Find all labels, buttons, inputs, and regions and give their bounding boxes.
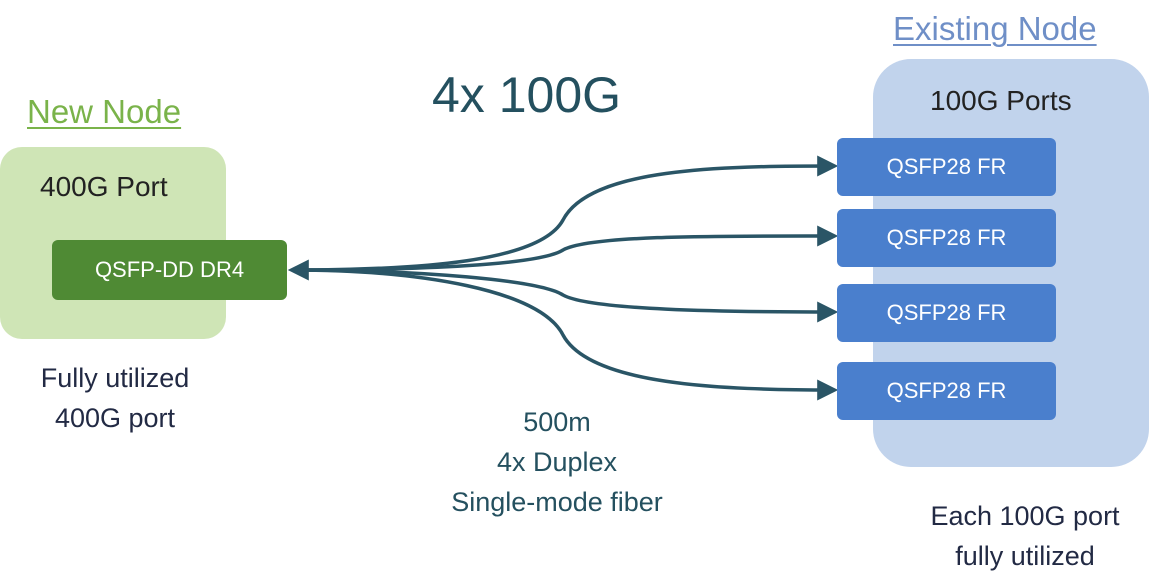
existing-node-note-line-1: Each 100G port bbox=[930, 501, 1120, 531]
qsfp28-fr-module-3: QSFP28 FR bbox=[837, 284, 1056, 342]
fiber-note: 500m 4x Duplex Single-mode fiber bbox=[420, 402, 694, 522]
qsfp-dd-dr4-module: QSFP-DD DR4 bbox=[52, 240, 287, 300]
new-node-note-line-2: 400G port bbox=[54, 403, 176, 433]
fiber-note-type: Single-mode fiber bbox=[451, 487, 663, 517]
diagram-title: 4x 100G bbox=[432, 67, 622, 123]
new-node-note: Fully utilized 400G port bbox=[18, 358, 212, 438]
existing-node-heading: Existing Node bbox=[893, 10, 1097, 47]
fiber-note-duplex: 4x Duplex bbox=[496, 447, 618, 477]
new-node-note-line-1: Fully utilized bbox=[40, 363, 190, 393]
fiber-line-3 bbox=[291, 268, 839, 323]
ports-100g-label: 100G Ports bbox=[930, 85, 1072, 116]
fiber-note-distance: 500m bbox=[523, 407, 591, 437]
qsfp28-fr-module-4: QSFP28 FR bbox=[837, 362, 1056, 420]
new-node-heading: New Node bbox=[27, 93, 182, 130]
fiber-line-2 bbox=[291, 225, 839, 272]
existing-node-note: Each 100G port fully utilized bbox=[890, 496, 1160, 576]
qsfp28-fr-module-1: QSFP28 FR bbox=[837, 138, 1056, 196]
fiber-line-1 bbox=[287, 155, 839, 281]
port-400g-label: 400G Port bbox=[40, 171, 168, 202]
qsfp28-fr-module-2: QSFP28 FR bbox=[837, 209, 1056, 267]
fiber-line-4 bbox=[291, 268, 839, 401]
existing-node-note-line-2: fully utilized bbox=[955, 541, 1095, 571]
